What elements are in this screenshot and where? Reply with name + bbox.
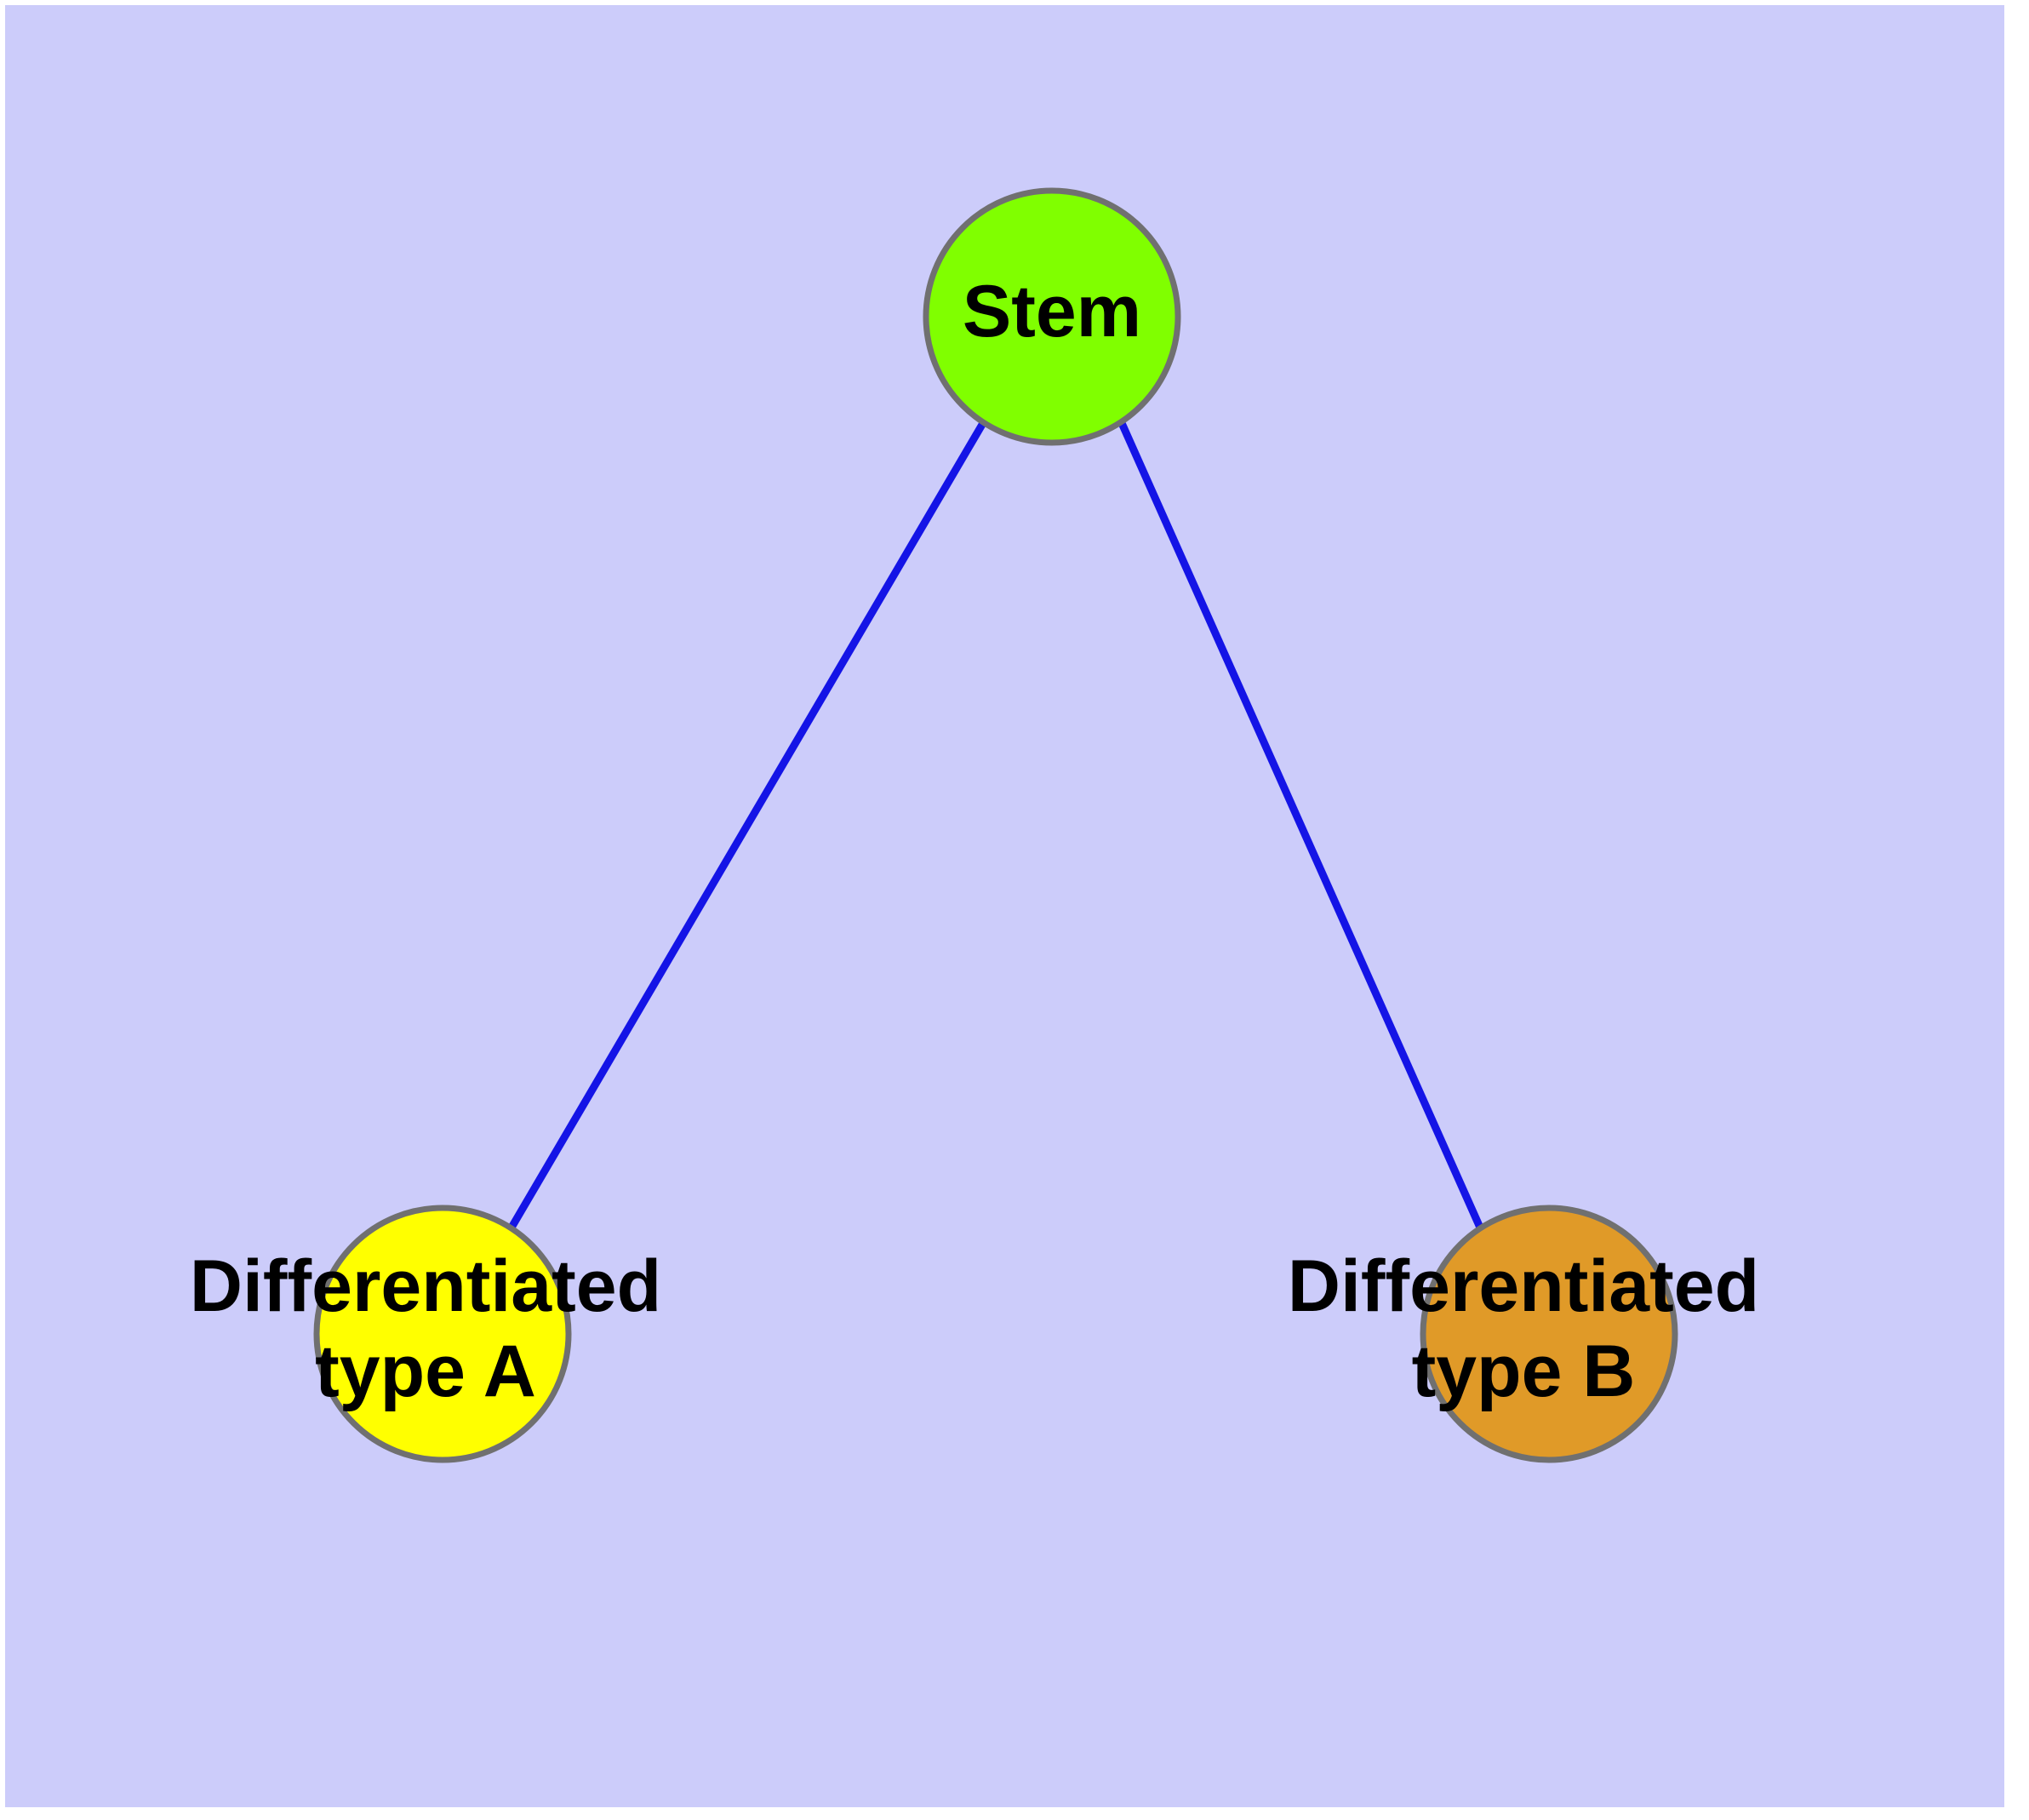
nodes-layer (313, 187, 1678, 1463)
node-differentiated-type-b[interactable] (1420, 1205, 1678, 1463)
node-label-line: Differentiated (190, 1245, 661, 1327)
edges-layer (508, 421, 1484, 1230)
node-differentiated-type-a[interactable] (313, 1205, 572, 1463)
node-label-line: Stem (963, 271, 1141, 352)
node-differentiated-type-a-circle[interactable] (313, 1205, 572, 1463)
node-stem-label: Stem (963, 271, 1141, 352)
node-stem-circle[interactable] (923, 187, 1181, 446)
node-stem[interactable] (923, 187, 1181, 446)
edge-stem-to-differentiated-type-a[interactable] (508, 421, 986, 1230)
node-differentiated-type-b-circle[interactable] (1420, 1205, 1678, 1463)
edge-stem-to-differentiated-type-b[interactable] (1117, 421, 1484, 1229)
node-label-line: Differentiated (1288, 1245, 1759, 1327)
node-label-line: type B (1412, 1331, 1636, 1412)
node-label-line: type A (315, 1331, 536, 1412)
